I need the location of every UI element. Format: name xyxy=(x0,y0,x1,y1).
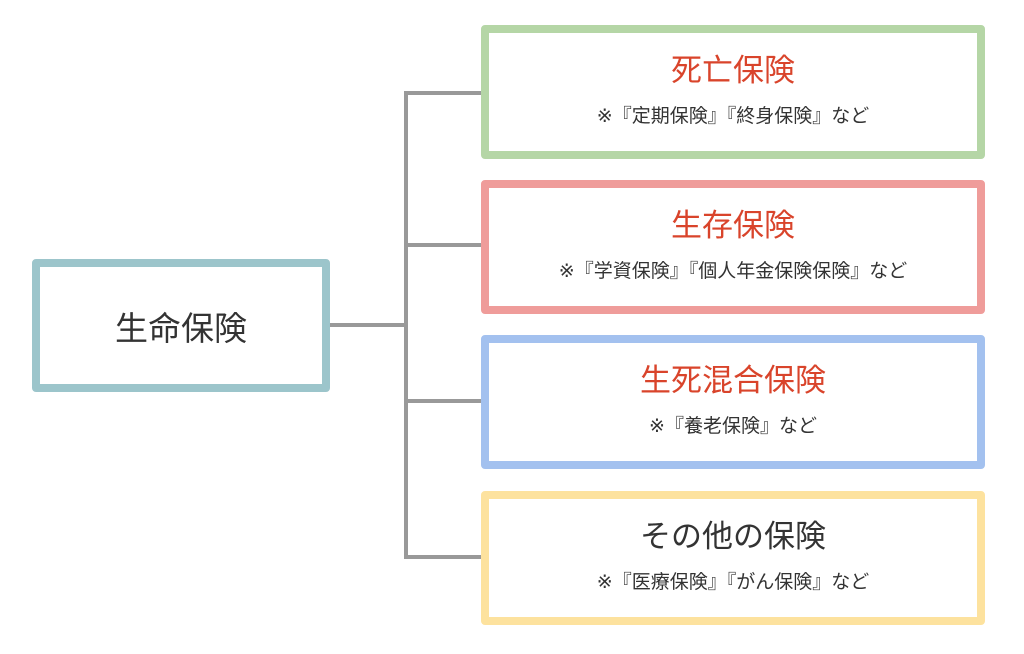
branch-examples: ※『学資保険』『個人年金保険保険』など xyxy=(558,260,908,282)
branch-examples: ※『養老保険』など xyxy=(649,415,817,437)
branch-death-insurance: 死亡保険 ※『定期保険』『終身保険』など xyxy=(481,25,985,159)
branch-examples: ※『定期保険』『終身保険』など xyxy=(596,105,870,127)
branch-title: 死亡保険 xyxy=(671,53,795,89)
branch-endowment-insurance: 生死混合保険 ※『養老保険』など xyxy=(481,335,985,469)
branch-title: 生死混合保険 xyxy=(640,363,826,399)
branch-title: 生存保険 xyxy=(671,208,795,244)
branch-examples: ※『医療保険』『がん保険』など xyxy=(596,571,870,593)
root-node-life-insurance: 生命保険 xyxy=(32,259,330,392)
branch-other-insurance: その他の保険 ※『医療保険』『がん保険』など xyxy=(481,491,985,625)
root-node-label: 生命保険 xyxy=(115,308,247,348)
branch-title: その他の保険 xyxy=(640,519,826,555)
branch-survival-insurance: 生存保険 ※『学資保険』『個人年金保険保険』など xyxy=(481,180,985,314)
